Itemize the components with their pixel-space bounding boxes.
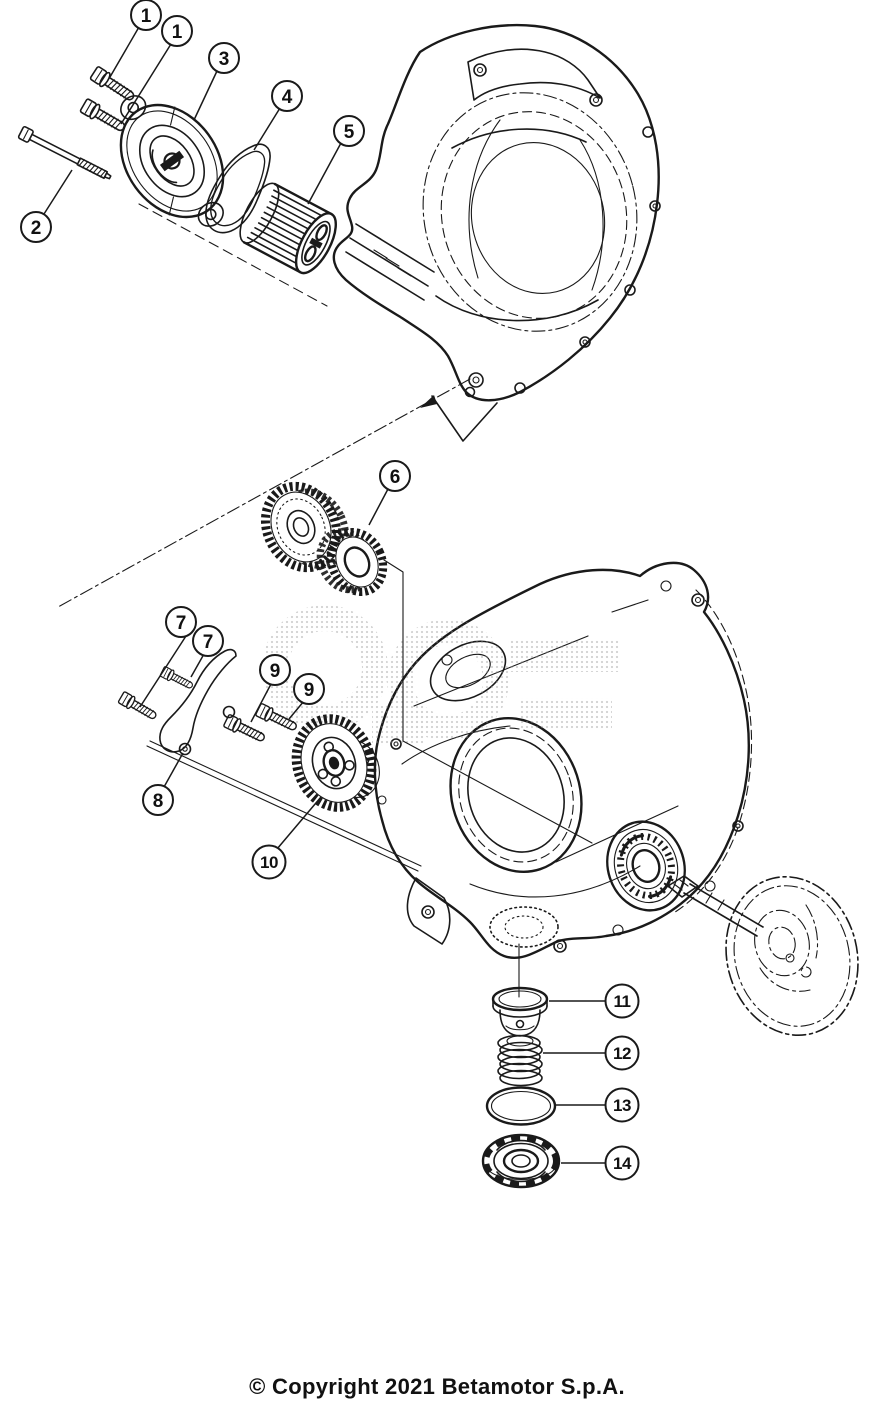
callout-12[interactable]: 12 xyxy=(604,1035,640,1071)
callout-1a[interactable]: 1 xyxy=(130,0,162,31)
callout-label: 3 xyxy=(219,49,230,70)
oil-filter-cartridge xyxy=(239,182,337,275)
oil-pump-drive-gear xyxy=(316,527,388,597)
callout-label: 12 xyxy=(613,1044,631,1063)
callout-label: 11 xyxy=(614,992,631,1011)
assembly-axis-lines xyxy=(57,203,593,872)
long-bolt xyxy=(17,126,112,180)
callout-9b[interactable]: 9 xyxy=(293,673,325,705)
crankshaft-flywheel xyxy=(667,875,859,1037)
callout-label: 1 xyxy=(172,22,183,43)
callout-label: 10 xyxy=(260,853,278,872)
callout-10[interactable]: 10 xyxy=(251,844,287,880)
callout-7a[interactable]: 7 xyxy=(165,606,197,638)
o-ring xyxy=(485,1086,557,1126)
oil-strainer-cup xyxy=(491,986,549,1037)
callout-9a[interactable]: 9 xyxy=(259,654,291,686)
callout-label: 13 xyxy=(613,1096,631,1115)
guide-plate xyxy=(159,648,237,756)
callout-label: 5 xyxy=(344,122,355,143)
callout-label: 14 xyxy=(613,1154,632,1173)
callout-label: 2 xyxy=(31,218,42,239)
callout-8[interactable]: 8 xyxy=(142,784,174,816)
callout-6[interactable]: 6 xyxy=(379,460,411,492)
strainer-cap xyxy=(481,1133,561,1189)
callout-label: 9 xyxy=(270,661,281,682)
callout-13[interactable]: 13 xyxy=(604,1087,640,1123)
callout-7b[interactable]: 7 xyxy=(192,625,224,657)
callout-5[interactable]: 5 xyxy=(333,115,365,147)
relief-spring xyxy=(497,1034,543,1087)
callout-14[interactable]: 14 xyxy=(604,1145,640,1181)
pump-cover-bolt-1b xyxy=(78,97,129,136)
callout-label: 6 xyxy=(390,467,401,488)
callout-1b[interactable]: 1 xyxy=(161,15,193,47)
callout-label: 8 xyxy=(153,791,164,812)
callout-label: 4 xyxy=(282,87,293,108)
plate-bolt-7a xyxy=(117,690,160,724)
callout-label: 1 xyxy=(141,6,152,27)
ball-bearing xyxy=(606,820,686,912)
callout-label: 7 xyxy=(176,613,187,634)
upper-crankcase-drawing xyxy=(332,23,661,442)
callout-4[interactable]: 4 xyxy=(271,80,303,112)
oil-pump-cover xyxy=(119,95,225,227)
callout-label: 9 xyxy=(304,680,315,701)
leader-lines xyxy=(43,26,606,1164)
copyright-text: © Copyright 2021 Betamotor S.p.A. xyxy=(249,1374,625,1399)
pump-cover-gasket xyxy=(205,143,271,234)
oil-pump-sprocket xyxy=(291,714,380,812)
callout-3[interactable]: 3 xyxy=(208,42,240,74)
callout-2[interactable]: 2 xyxy=(20,211,52,243)
callout-11[interactable]: 11 xyxy=(604,983,640,1019)
callout-label: 7 xyxy=(203,632,214,653)
